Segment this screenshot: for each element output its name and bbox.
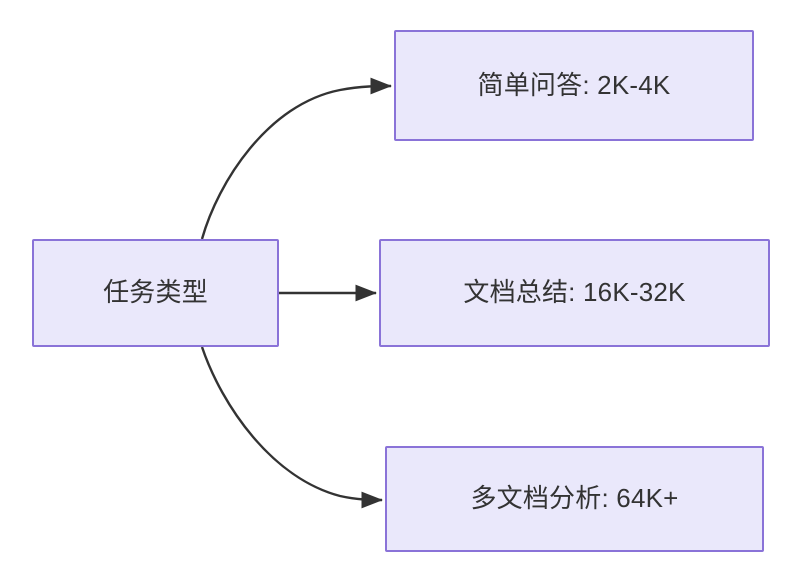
edge-source-to-simple-qa	[200, 77, 392, 240]
node-multi-doc[interactable]: 多文档分析: 64K+	[385, 446, 764, 552]
node-task-type[interactable]: 任务类型	[32, 239, 279, 347]
node-multi-doc-label: 多文档分析: 64K+	[470, 483, 679, 514]
node-simple-qa-label: 简单问答: 2K-4K	[477, 69, 671, 100]
node-task-type-label: 任务类型	[103, 277, 208, 308]
node-doc-summary-label: 文档总结: 16K-32K	[463, 277, 686, 308]
node-doc-summary[interactable]: 文档总结: 16K-32K	[379, 239, 770, 347]
edge-source-to-multi-doc	[200, 346, 383, 509]
node-simple-qa[interactable]: 简单问答: 2K-4K	[394, 30, 754, 141]
